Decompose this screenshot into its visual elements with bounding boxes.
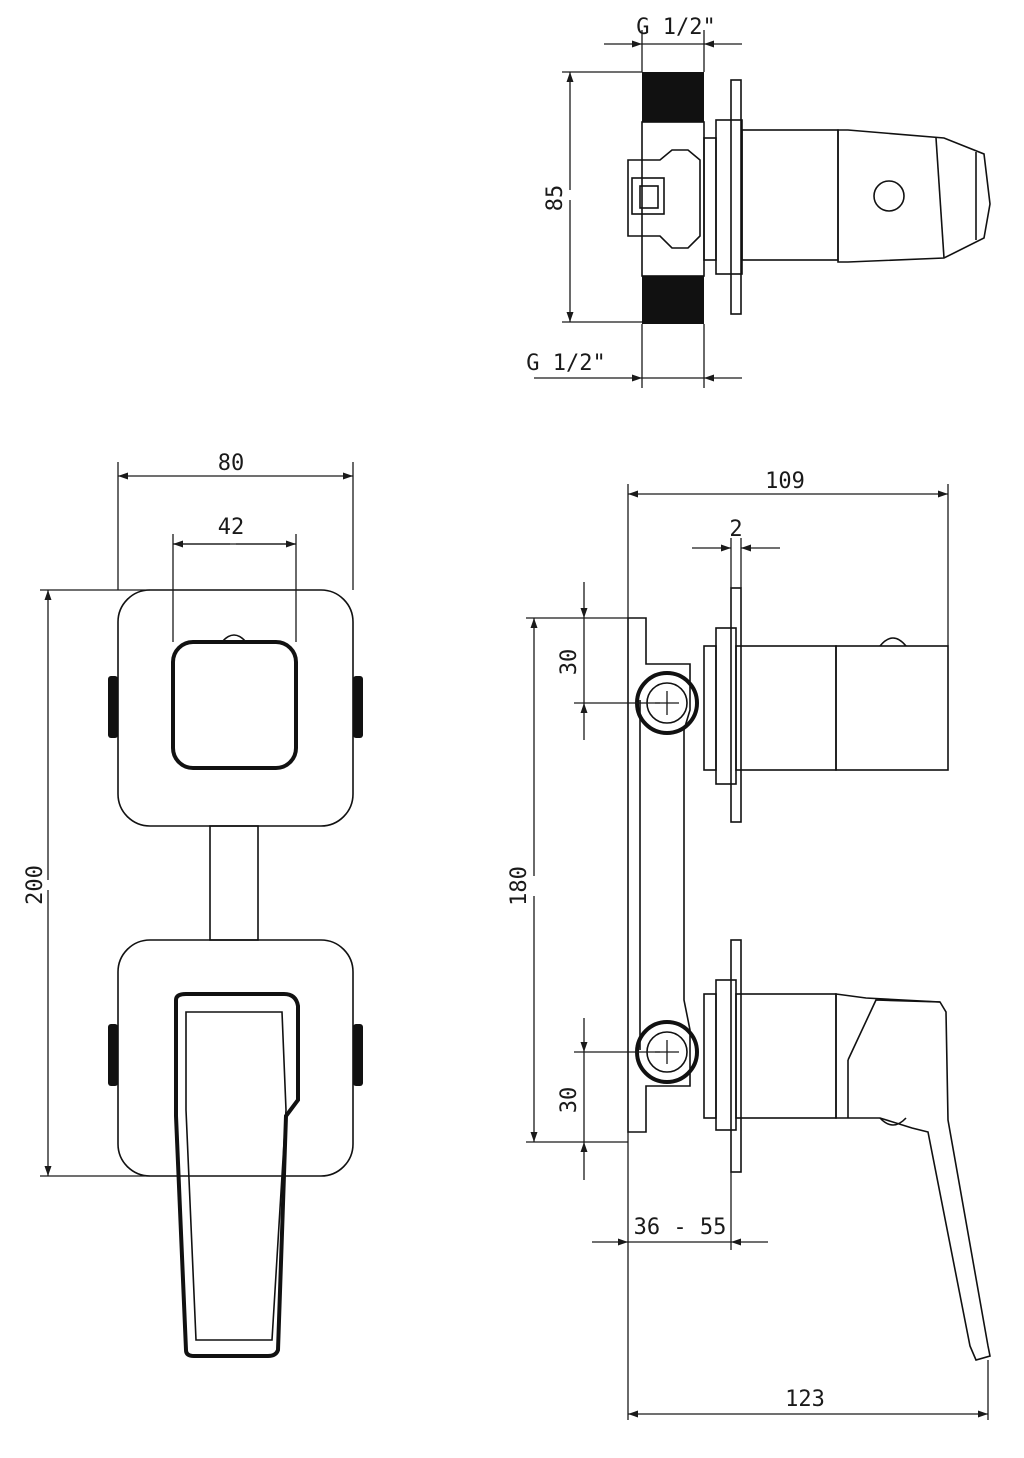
front-plate-lower (117, 939, 354, 1177)
front-view-dimensions: 80 42 200 (23, 451, 354, 1177)
knob-hole (873, 180, 905, 212)
dim-offset-top-30: 30 (557, 649, 582, 676)
dim-height-200: 200 (23, 865, 48, 905)
front-plate-upper (117, 589, 354, 827)
side-view-bottom (627, 587, 991, 1361)
lever-front (174, 992, 300, 1358)
knob-front (171, 640, 298, 770)
dim-depth-109: 109 (765, 469, 805, 494)
thread-upper (642, 72, 704, 122)
front-view (108, 589, 363, 1358)
dim-offset-bottom-30: 30 (557, 1087, 582, 1114)
dim-thickness-2: 2 (729, 517, 742, 542)
lever-side (835, 993, 991, 1361)
dim-thread-top: G 1/2" (636, 15, 715, 40)
dim-width-80: 80 (218, 451, 245, 476)
wall-plate-side (730, 79, 742, 315)
side-view-top-dimensions: G 1/2" G 1/2" 85 (526, 15, 742, 388)
side-view-top (627, 72, 991, 324)
thread-lower (642, 276, 704, 324)
front-pipe (209, 825, 259, 941)
knob-side (837, 129, 991, 263)
dim-width-42: 42 (218, 515, 245, 540)
dim-install-36-55: 36 - 55 (634, 1215, 727, 1240)
dim-distance-180: 180 (507, 866, 532, 906)
side-view-dimensions: 109 2 30 180 30 36 - 55 (507, 469, 989, 1420)
knob-side-bottom (835, 645, 949, 771)
dim-height-85: 85 (543, 185, 568, 212)
dim-depth-123: 123 (785, 1387, 825, 1412)
dim-thread-bottom: G 1/2" (526, 351, 605, 376)
